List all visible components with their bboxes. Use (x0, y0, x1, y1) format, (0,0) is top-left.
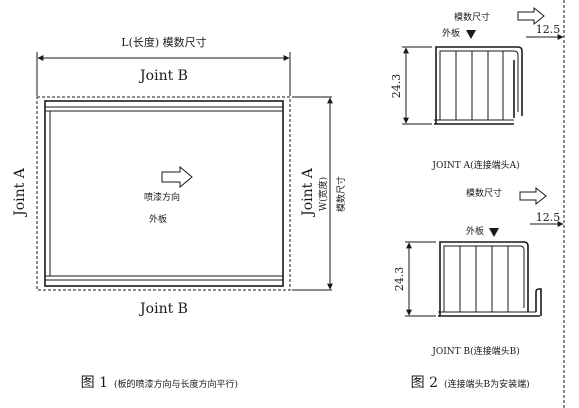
joint-b-outer-panel-label: 外板 (466, 225, 484, 237)
joint-a-profile-outer (435, 46, 523, 124)
figure-2-caption-text: (连接端头B为安装端) (444, 378, 530, 390)
joint-a-left-label: Joint A (12, 167, 28, 218)
joint-b-bottom-label: Joint B (138, 301, 188, 317)
length-dim-label: L(长度) 模数尺寸 (121, 35, 206, 49)
joint-a-right-label: Joint A (300, 167, 316, 218)
width-dim-sub-label: 模数尺寸 (335, 176, 347, 212)
spray-direction-arrow-icon (161, 165, 193, 189)
joint-b-height-label: 24.3 (393, 267, 406, 292)
figure-2-caption-num: 图 2 (411, 375, 438, 391)
figure-2-joint-b: 模数尺寸 12.5 外板 24.3 JOINT B(连接端头B) (393, 130, 565, 408)
figure-1: L(长度) 模数尺寸 Joint B 喷漆方向 外板 Joint A Joint… (12, 35, 347, 391)
spray-direction-label: 喷漆方向 (144, 191, 180, 203)
figure-1-caption-text: (板的喷漆方向与长度方向平行) (114, 378, 238, 390)
joint-a-outer-panel-label: 外板 (442, 27, 460, 39)
joint-a-height-label: 24.3 (390, 74, 403, 99)
joint-b-hook (535, 288, 542, 316)
joint-b-marker-icon (489, 228, 499, 237)
joint-b-label: JOINT B(连接端头B) (431, 345, 520, 357)
joint-a-profile-inner (439, 50, 519, 120)
joint-a-marker-icon (466, 30, 476, 39)
joint-a-module-size-label: 模数尺寸 (454, 11, 490, 23)
joint-b-top-label: Joint B (138, 68, 188, 84)
joint-a-label: JOINT A(连接端头A) (431, 159, 519, 171)
width-dim-label: W(宽度) (317, 177, 329, 211)
joint-a-offset-label: 12.5 (536, 23, 561, 36)
figure-2-joint-a: 模数尺寸 12.5 外板 24.3 JOINT A(连接端头A) (390, 0, 565, 171)
panel-outline-dashed (36, 96, 291, 291)
panel-body (44, 100, 284, 287)
outer-panel-label: 外板 (149, 213, 167, 225)
joint-b-profile-inner (443, 245, 525, 312)
joint-b-module-size-label: 模数尺寸 (466, 187, 502, 199)
figure-1-caption-num: 图 1 (81, 375, 108, 391)
joint-a-direction-arrow-icon (517, 6, 545, 26)
joint-b-offset-label: 12.5 (536, 211, 561, 224)
joint-b-profile-outer (439, 241, 529, 316)
joint-b-direction-arrow-icon (519, 186, 547, 206)
